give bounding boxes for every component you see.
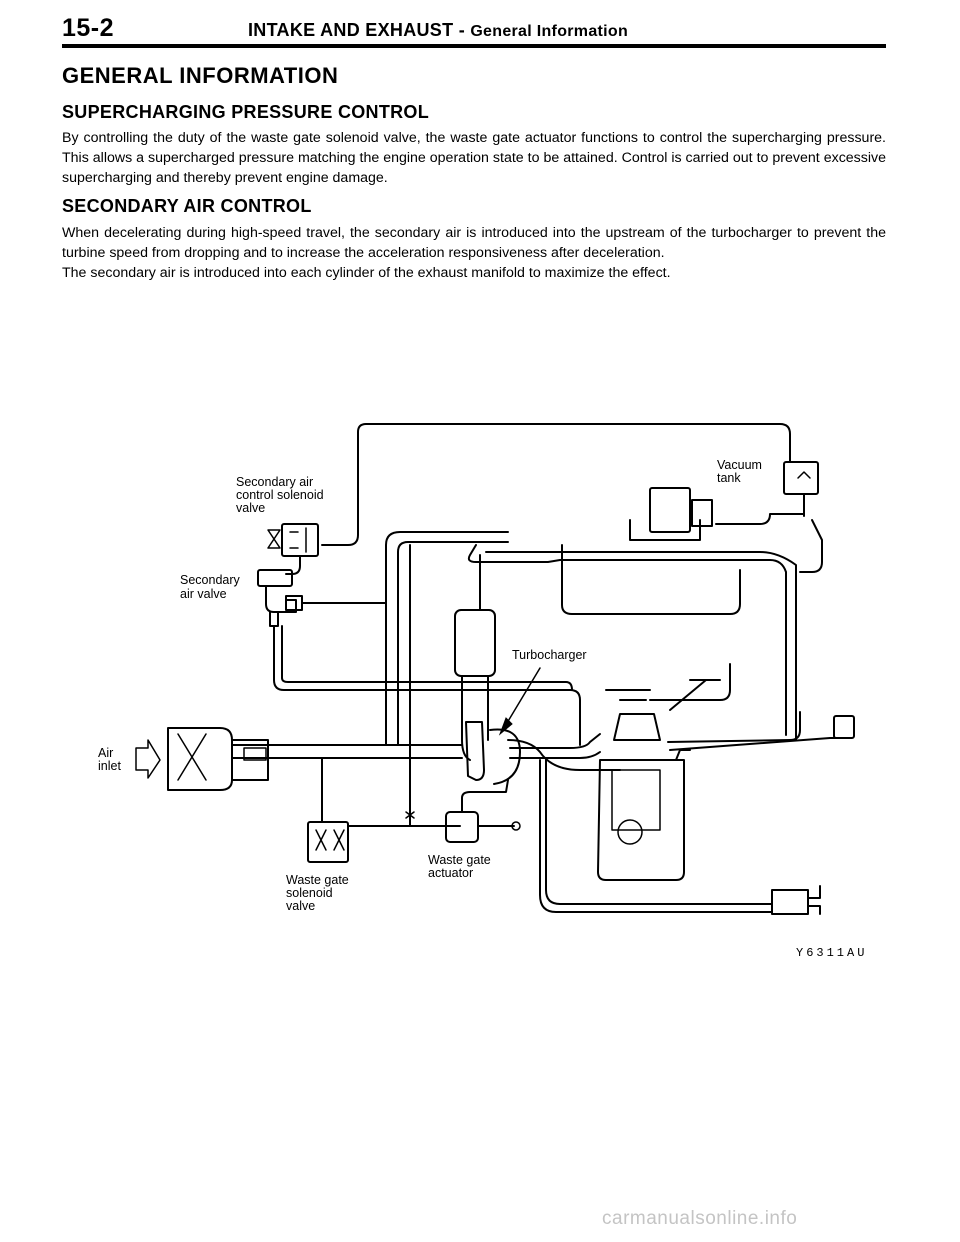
paragraph: The secondary air is introduced into eac… <box>62 265 671 281</box>
section-heading-supercharging: SUPERCHARGING PRESSURE CONTROL <box>62 102 430 122</box>
header-section: INTAKE AND EXHAUST - <box>248 20 465 40</box>
intercooler-pipe <box>467 544 787 736</box>
label-waste-gate-actuator-line1: Waste gate <box>428 853 491 867</box>
secondary-air-hose <box>273 625 581 746</box>
section-body-secondary-air: When decelerating during high-speed trav… <box>62 223 886 283</box>
header-rule <box>62 44 886 48</box>
label-waste-gate-solenoid-line2: solenoid <box>286 886 333 900</box>
paragraph: By controlling the duty of the waste gat… <box>62 130 886 186</box>
exhaust-pipe <box>545 759 773 905</box>
vacuum-tank <box>783 461 819 495</box>
engine-block <box>597 679 707 881</box>
label-vacuum-tank-line1: Vacuum <box>717 458 762 472</box>
page-header-title: INTAKE AND EXHAUST - General Information <box>248 20 628 41</box>
muffler <box>771 889 809 915</box>
secondary-air-valve <box>257 569 387 627</box>
label-waste-gate-solenoid-line1: Waste gate <box>286 873 349 887</box>
turbocharger-pointer <box>503 667 541 729</box>
label-secondary-air-solenoid-line2: control solenoid <box>236 488 324 502</box>
page-title: GENERAL INFORMATION <box>62 63 339 88</box>
label-secondary-air-solenoid-line1: Secondary air <box>236 475 313 489</box>
label-air-inlet-line1: Air <box>98 746 113 760</box>
air-inlet-arrow <box>135 739 161 779</box>
section-heading-secondary-air: SECONDARY AIR CONTROL <box>62 196 312 216</box>
figure-code: Y6311AU <box>796 946 867 960</box>
label-waste-gate-actuator-line2: actuator <box>428 866 473 880</box>
label-waste-gate-solenoid-line3: valve <box>286 899 315 913</box>
waste-gate-actuator <box>445 779 521 843</box>
secondary-air-solenoid-valve <box>267 523 319 575</box>
watermark: carmanualsonline.info <box>602 1208 798 1229</box>
turbocharger-housing <box>465 721 485 781</box>
label-air-inlet-line2: inlet <box>98 759 121 773</box>
label-secondary-air-valve-line2: air valve <box>180 587 227 601</box>
label-turbocharger: Turbocharger <box>512 648 587 662</box>
page-number: 15-2 <box>62 14 115 42</box>
header-subsection: General Information <box>470 23 629 40</box>
section-body-supercharging: By controlling the duty of the waste gat… <box>62 128 886 188</box>
catalytic-converter <box>454 609 496 677</box>
right-sensor <box>833 715 855 739</box>
paragraph: When decelerating during high-speed trav… <box>62 225 886 261</box>
label-vacuum-tank-line2: tank <box>717 471 741 485</box>
waste-gate-solenoid-valve <box>307 757 461 863</box>
air-cleaner <box>167 727 269 791</box>
intake-pipe-outer <box>385 531 509 746</box>
throttle-body <box>649 487 691 533</box>
vacuum-hose-top <box>321 423 791 546</box>
label-secondary-air-solenoid-line3: valve <box>236 501 265 515</box>
turbocharger-pointer-head <box>498 717 513 736</box>
label-secondary-air-valve-line1: Secondary <box>180 573 241 587</box>
